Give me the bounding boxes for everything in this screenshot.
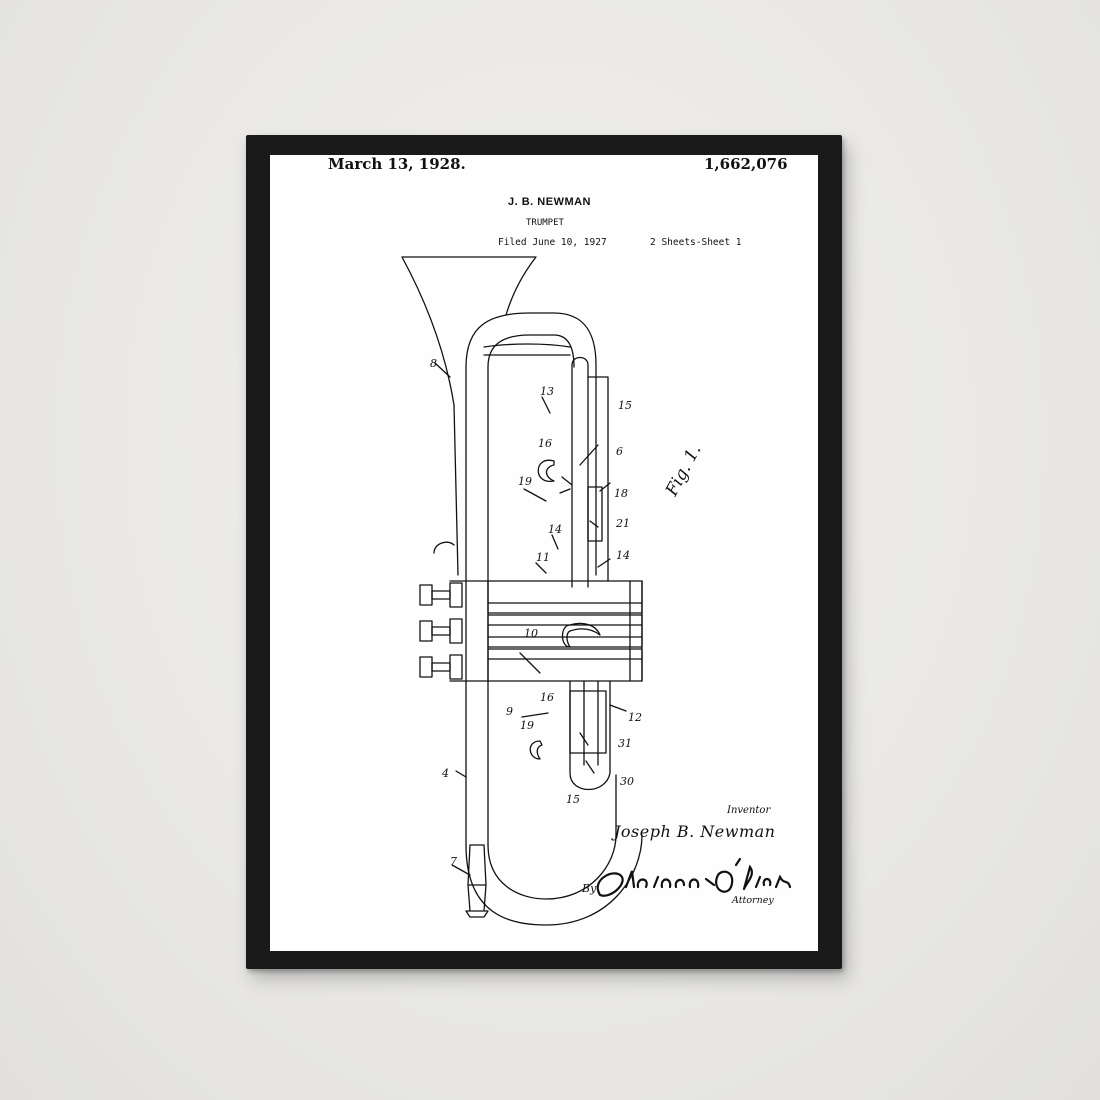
- ref-15: 15: [618, 399, 632, 412]
- thumb-hook-lower: [529, 740, 543, 760]
- ref-16b: 16: [540, 691, 554, 704]
- patent-print: March 13, 1928. 1,662,076 J. B. NEWMAN T…: [270, 155, 818, 951]
- patent-number: 1,662,076: [704, 155, 788, 173]
- main-tube: [465, 366, 489, 846]
- bottom-crook: [465, 774, 643, 926]
- ref-15b: 15: [566, 793, 580, 806]
- ref-19: 19: [518, 475, 532, 488]
- ref-8: 8: [430, 357, 437, 370]
- upper-slide: [571, 356, 589, 588]
- valve-casing-3: [487, 648, 643, 682]
- top-crook: [465, 312, 597, 576]
- valve-casing-2: [487, 614, 643, 648]
- ref-18: 18: [614, 487, 628, 500]
- patent-date: March 13, 1928.: [328, 155, 466, 173]
- trumpet-drawing: 8 13 15 16 6 19 18 21 14 14 11 10 9 16 1…: [401, 256, 792, 926]
- ref-19b: 19: [520, 719, 534, 732]
- inventor-signature: Joseph B. Newman: [614, 822, 776, 841]
- ref-31: 31: [618, 737, 632, 750]
- ref-30: 30: [620, 775, 634, 788]
- attorney-signature: [596, 857, 792, 897]
- ref-4: 4: [441, 767, 449, 780]
- inventor-label: Inventor: [727, 805, 771, 816]
- inventor-name: J. B. NEWMAN: [508, 196, 591, 208]
- ref-21: 21: [615, 517, 630, 530]
- finger-hook: [561, 622, 601, 648]
- ref-16: 16: [538, 437, 552, 450]
- ref-13: 13: [540, 385, 554, 398]
- ref-14b: 14: [616, 549, 630, 562]
- ref-9: 9: [506, 705, 513, 718]
- lower-slide: [569, 680, 611, 790]
- ref-6: 6: [616, 445, 623, 458]
- ref-14a: 14: [548, 523, 562, 536]
- by-label: By: [582, 882, 597, 895]
- ref-7: 7: [450, 855, 457, 868]
- ref-12: 12: [628, 711, 642, 724]
- valve-casing-1: [487, 580, 643, 614]
- ref-10: 10: [524, 627, 538, 640]
- trumpet-bell: [401, 256, 537, 576]
- attorney-label: Attorney: [732, 895, 774, 906]
- valve-buttons: [419, 582, 463, 680]
- thumb-hook-upper: [537, 459, 555, 482]
- ref-11: 11: [536, 551, 550, 564]
- filed-date: Filed June 10, 1927: [498, 237, 607, 248]
- patent-title: TRUMPET: [526, 218, 564, 228]
- sheet-count: 2 Sheets-Sheet 1: [650, 237, 742, 248]
- mouthpiece: [465, 844, 489, 918]
